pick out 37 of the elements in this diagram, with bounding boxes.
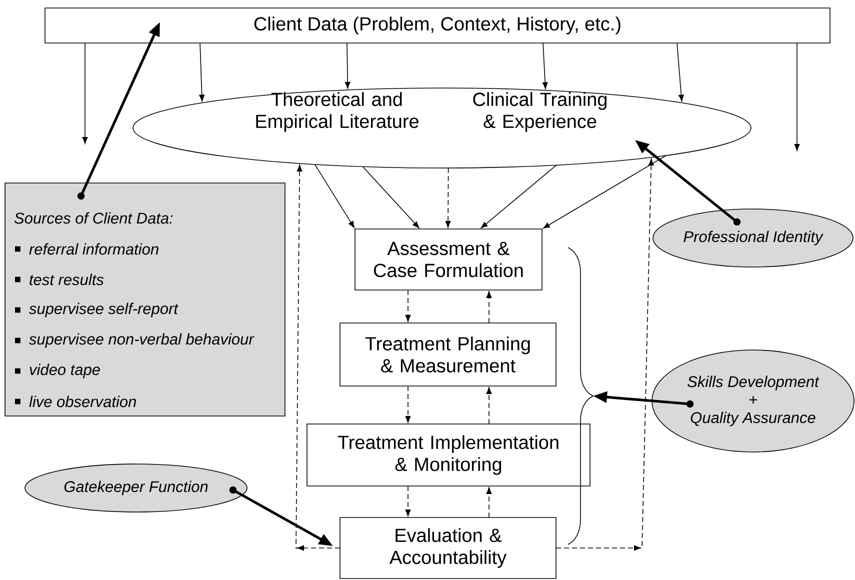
list-item: test results [15,274,104,286]
process-box: Treatment Implementation & Monitoring [306,424,590,486]
dashed-arrow [486,487,492,518]
arrow [543,155,667,229]
process-box: Evaluation & Accountability [340,517,556,579]
arrow [199,42,205,102]
dashed-arrow [405,486,411,516]
process-box: Client Data (Problem, Context, History, etc.) [44,8,830,44]
dashed-arrow [486,291,492,324]
arrow [82,42,88,144]
dashed-arrow [445,168,451,228]
process-box: Assessment & Case Formulation [354,228,542,290]
dashed-arrow [405,290,411,322]
curly-brace [568,247,594,545]
list-item: supervisee self-report [15,302,179,318]
arrow [362,166,420,228]
list-item: video tape [15,364,100,378]
process-box: Treatment Planning & Measurement [340,322,556,386]
panel-heading: Sources of Client Data: [14,212,173,224]
oval-label: Gatekeeper Function [24,464,248,512]
arrow [542,42,548,90]
list-item: live observation [15,396,136,408]
arrow [794,42,800,151]
info-panel [4,182,286,416]
oval-node: Theoretical and Empirical Literature Clinical Training & Experience [132,88,752,168]
arrow [344,42,350,89]
dashed-arrow [405,386,411,423]
list-item: referral information [15,243,158,255]
arrow [480,164,557,228]
oval-label: Skills Development + Quality Assurance [652,350,854,452]
list-item: supervisee non-verbal behaviour [15,333,254,348]
dashed-arrow [486,387,492,424]
arrow [676,42,684,102]
arrow [314,164,355,228]
dashed-arrow [296,164,340,551]
dashed-arrow [556,158,654,551]
oval-label: Professional Identity [652,208,854,268]
